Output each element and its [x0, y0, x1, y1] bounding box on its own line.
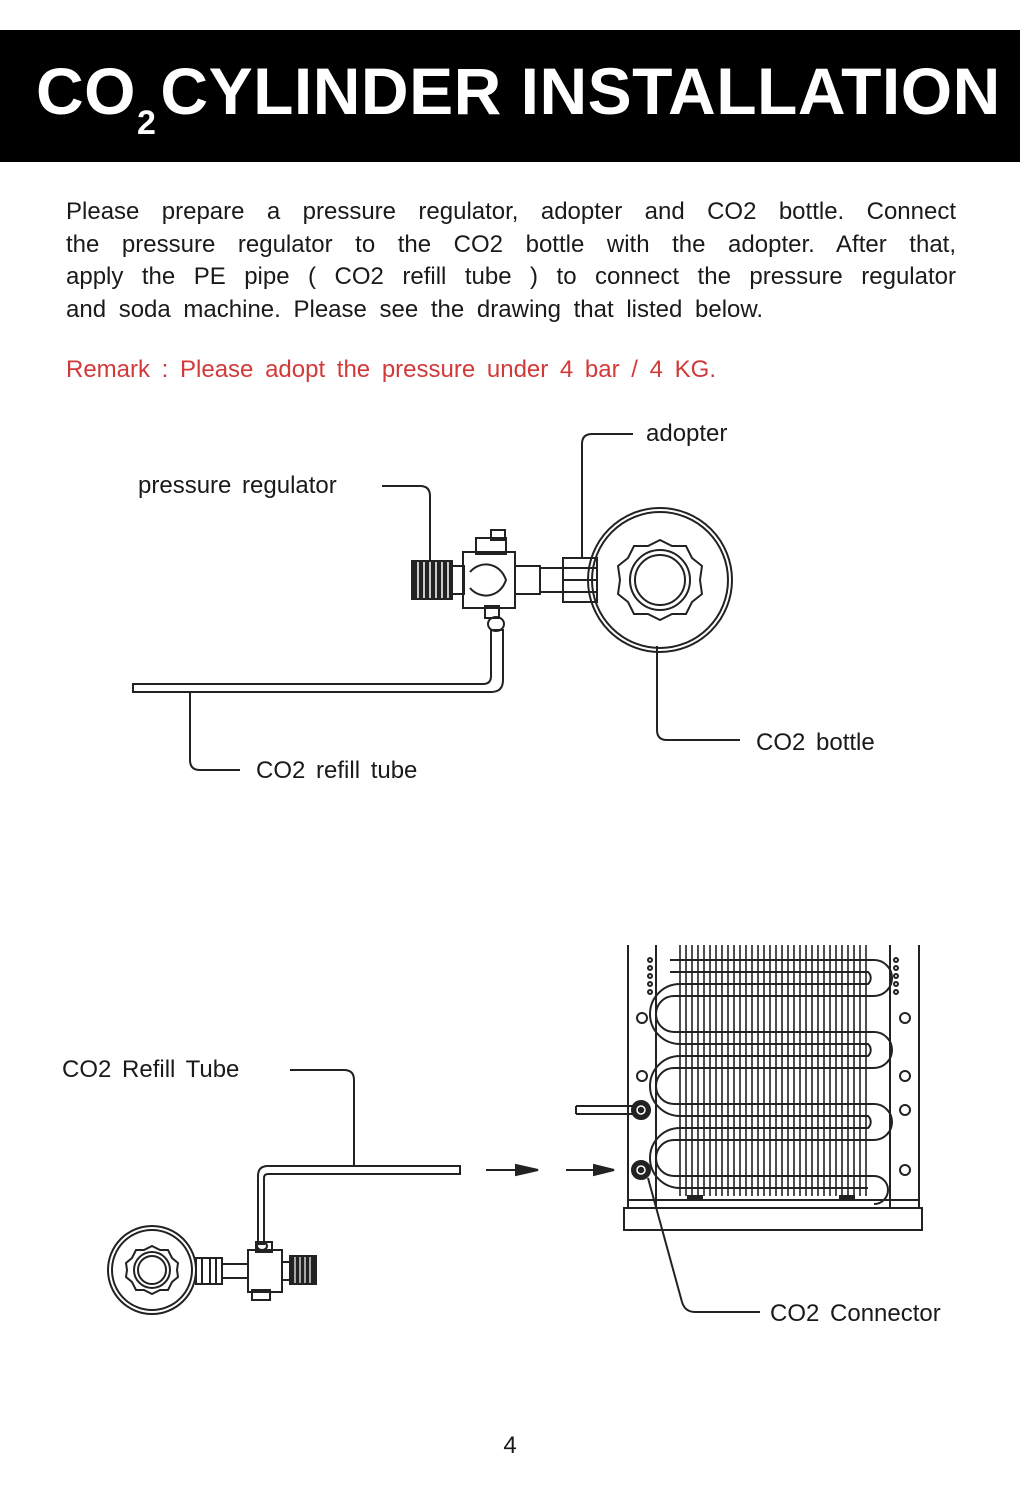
label-pressure-regulator: pressure regulator [138, 472, 337, 499]
label-co2-refill-tube-2: CO2 Refill Tube [62, 1056, 240, 1083]
title-subscript: 2 [137, 104, 157, 142]
intro-line: the pressure regulator to the CO2 bottle… [66, 230, 956, 258]
label-co2-bottle: CO2 bottle [756, 729, 875, 756]
title-prefix: CO [36, 54, 136, 128]
title-rest: CYLINDER INSTALLATION [160, 54, 1001, 128]
header-band [0, 30, 1020, 162]
label-co2-refill-tube: CO2 refill tube [256, 757, 418, 784]
refill-tube-leader-line-2 [290, 1069, 355, 1166]
intro-line: apply the PE pipe ( CO2 refill tube ) to… [66, 263, 956, 290]
remark-text: Remark : Please adopt the pressure under… [66, 356, 716, 383]
pressure-regulator-drawing-2 [195, 1241, 317, 1301]
diagram-2 [107, 945, 923, 1315]
co2-refill-tube-drawing-2 [257, 1165, 461, 1245]
co2-refill-tube-drawing [132, 629, 504, 693]
intro-paragraph: Please prepare a pressure regulator, ado… [66, 196, 956, 326]
co2-bottle-drawing-2 [107, 1225, 197, 1315]
adopter-drawing [539, 557, 598, 603]
pressure-regulator-leader-line [382, 485, 431, 561]
pressure-regulator-drawing [411, 529, 541, 632]
intro-line: Please prepare a pressure regulator, ado… [66, 198, 956, 225]
co2-connector-drawing [575, 1100, 651, 1180]
label-adopter: adopter [646, 420, 728, 447]
insert-arrows [486, 1163, 615, 1177]
page-title: CO2CYLINDER INSTALLATION [36, 58, 1001, 140]
co2-connector-leader-line [647, 1177, 760, 1313]
page-number: 4 [503, 1432, 517, 1459]
refill-tube-leader-line [189, 692, 240, 771]
label-co2-connector: CO2 Connector [770, 1300, 941, 1327]
intro-line: and soda machine. Please see the drawing… [66, 295, 764, 323]
adopter-leader-line [581, 433, 633, 558]
diagram-1 [132, 433, 740, 771]
co2-bottle-leader-line [656, 646, 740, 741]
condenser-coil-drawing [649, 945, 893, 1205]
co2-bottle-drawing [587, 507, 733, 653]
